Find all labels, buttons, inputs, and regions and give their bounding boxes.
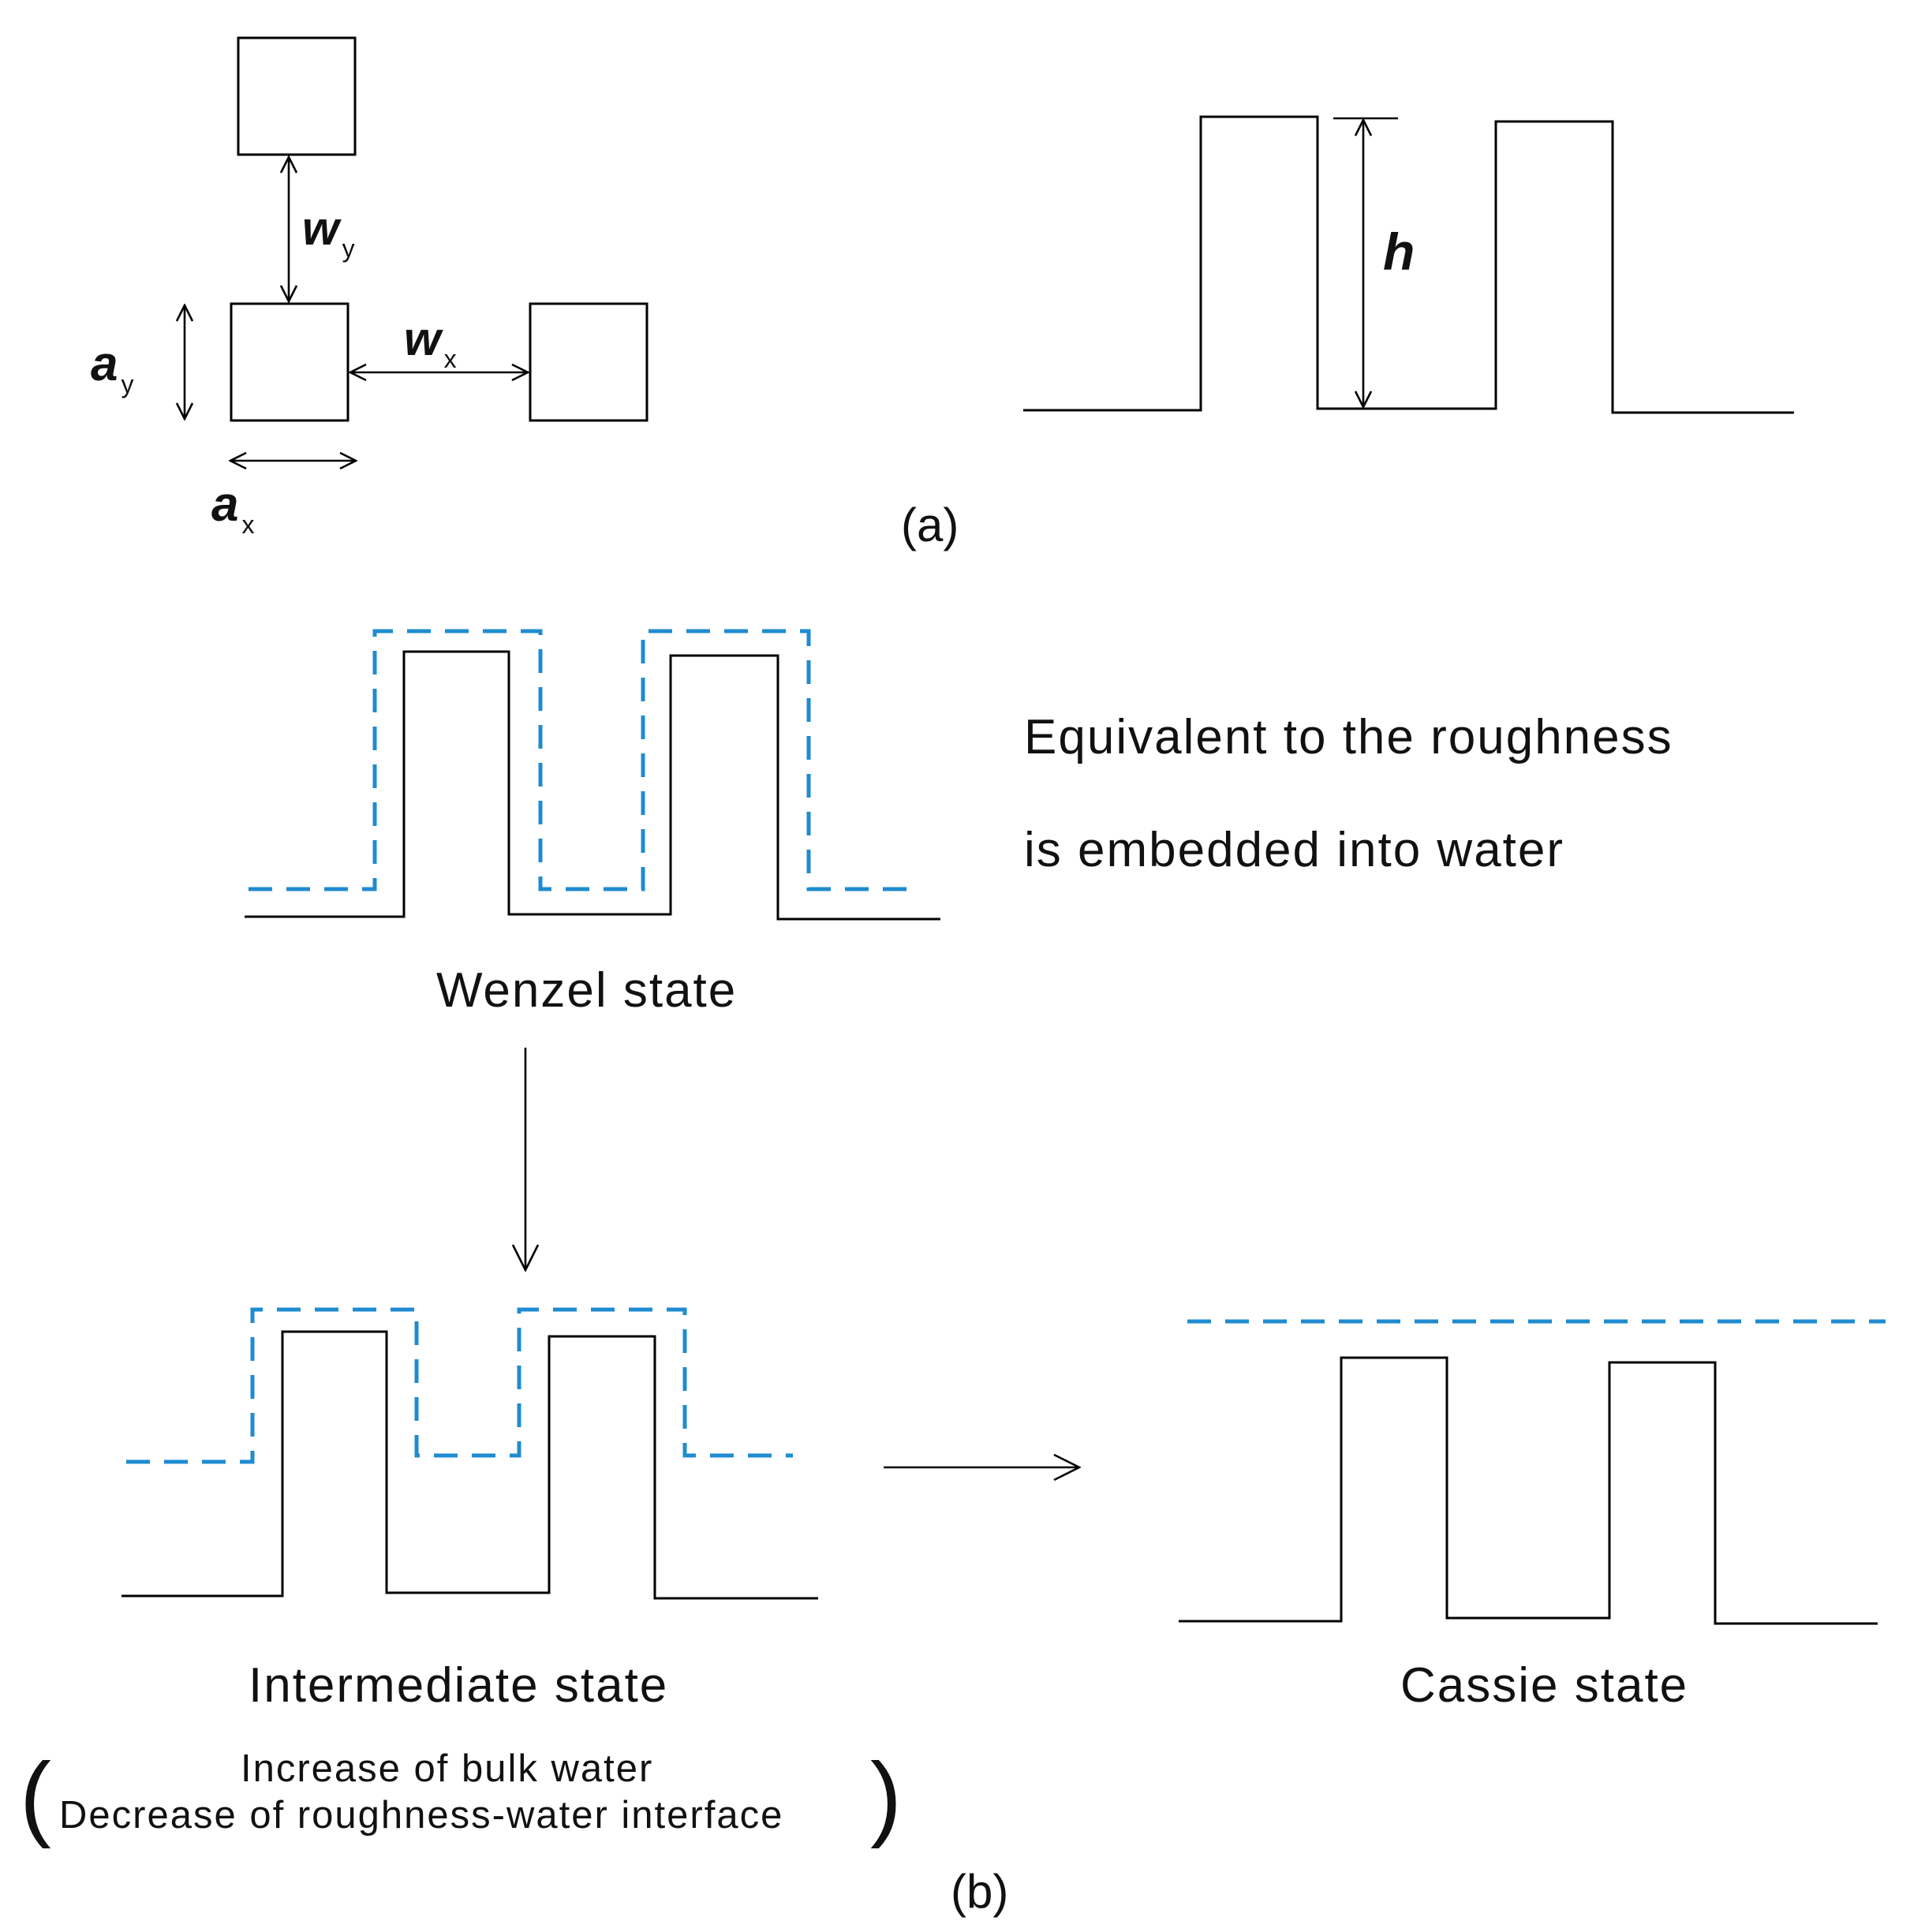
intermediate-label: Intermediate state: [249, 1658, 668, 1713]
water-line-intermediate: [126, 1307, 793, 1464]
note-close-paren: ): [870, 1743, 902, 1849]
intermediate-note: ( Increase of bulk water Decrease of rou…: [20, 1743, 902, 1849]
panel-a-label: (a): [901, 499, 959, 551]
panel-b-label: (b): [951, 1865, 1008, 1918]
pillar-top-square-right: [529, 302, 649, 422]
note-open-paren: (: [20, 1743, 51, 1849]
wenzel-label: Wenzel state: [436, 963, 737, 1018]
surface-profile-intermediate: [121, 1330, 818, 1600]
panel-a-side-profile: h: [1023, 115, 1794, 414]
embedded-note: Equivalent to the roughness is embedded …: [1024, 710, 1673, 877]
water-line-wenzel: [249, 629, 915, 891]
surface-profile-a: [1023, 115, 1794, 414]
cassie-diagram: Cassie state: [1179, 1319, 1886, 1713]
pillar-top-square-upper: [237, 36, 357, 156]
surface-profile-cassie: [1179, 1356, 1878, 1625]
cassie-label: Cassie state: [1400, 1658, 1688, 1713]
intermediate-note-line-2: Decrease of roughness-water interface: [59, 1794, 783, 1837]
note-line-1: Equivalent to the roughness: [1024, 710, 1673, 764]
h-symbol: h: [1383, 222, 1415, 281]
intermediate-note-line-1: Increase of bulk water: [241, 1747, 653, 1790]
pillar-top-square-center: [230, 302, 349, 422]
surface-profile-wenzel: [245, 650, 940, 921]
wenzel-diagram: Wenzel state: [245, 629, 940, 1018]
intermediate-diagram: Intermediate state: [121, 1307, 818, 1713]
note-line-2: is embedded into water: [1024, 823, 1564, 877]
